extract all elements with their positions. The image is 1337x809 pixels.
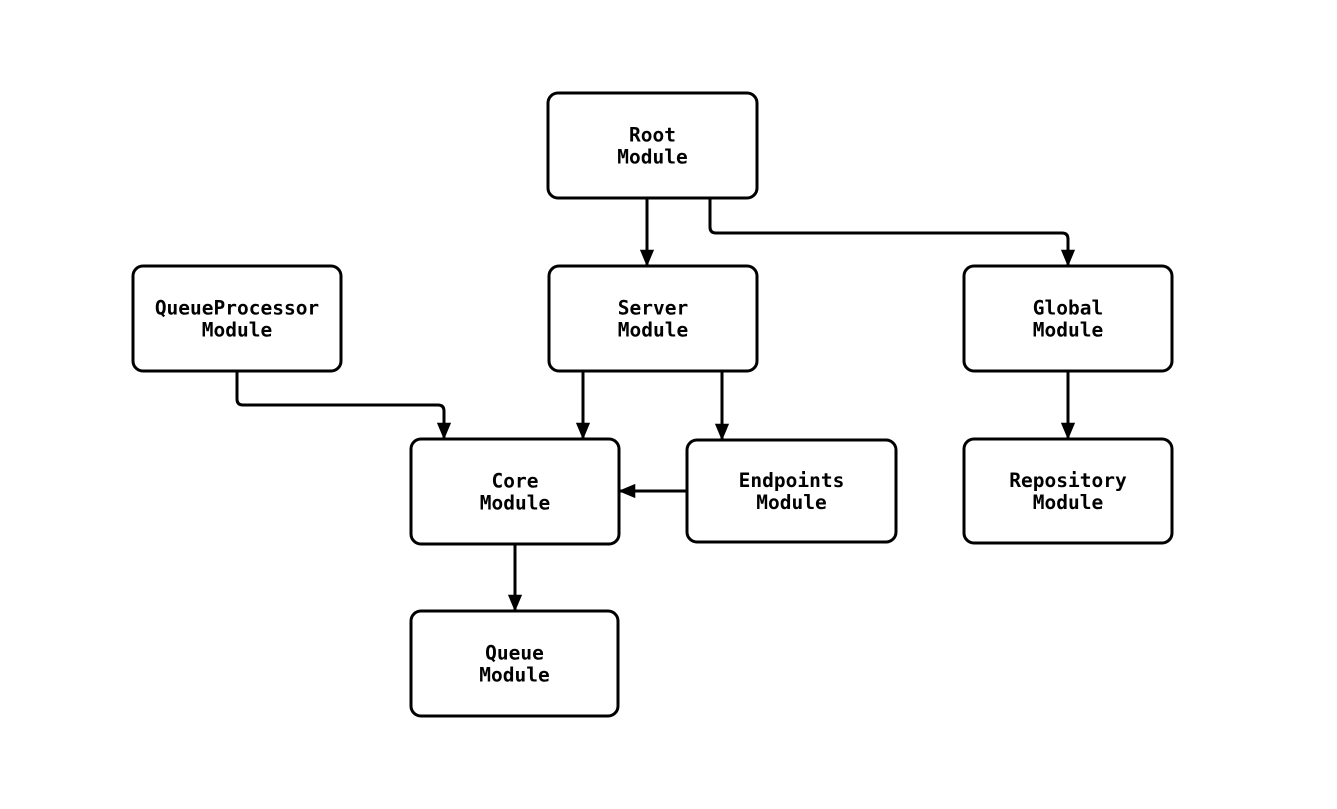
- node-queue-box: [409, 609, 620, 718]
- node-queueprocessor-box: [131, 264, 343, 373]
- edge-queueprocessor-to-core: [235, 371, 452, 440]
- edge-root-to-global: [708, 198, 1076, 267]
- node-root-box: [546, 91, 759, 200]
- node-core-box: [409, 437, 621, 546]
- node-global-box: [962, 264, 1174, 373]
- node-server-box: [547, 264, 759, 373]
- node-endpoints-box: [685, 438, 898, 544]
- node-repository-box: [962, 437, 1174, 545]
